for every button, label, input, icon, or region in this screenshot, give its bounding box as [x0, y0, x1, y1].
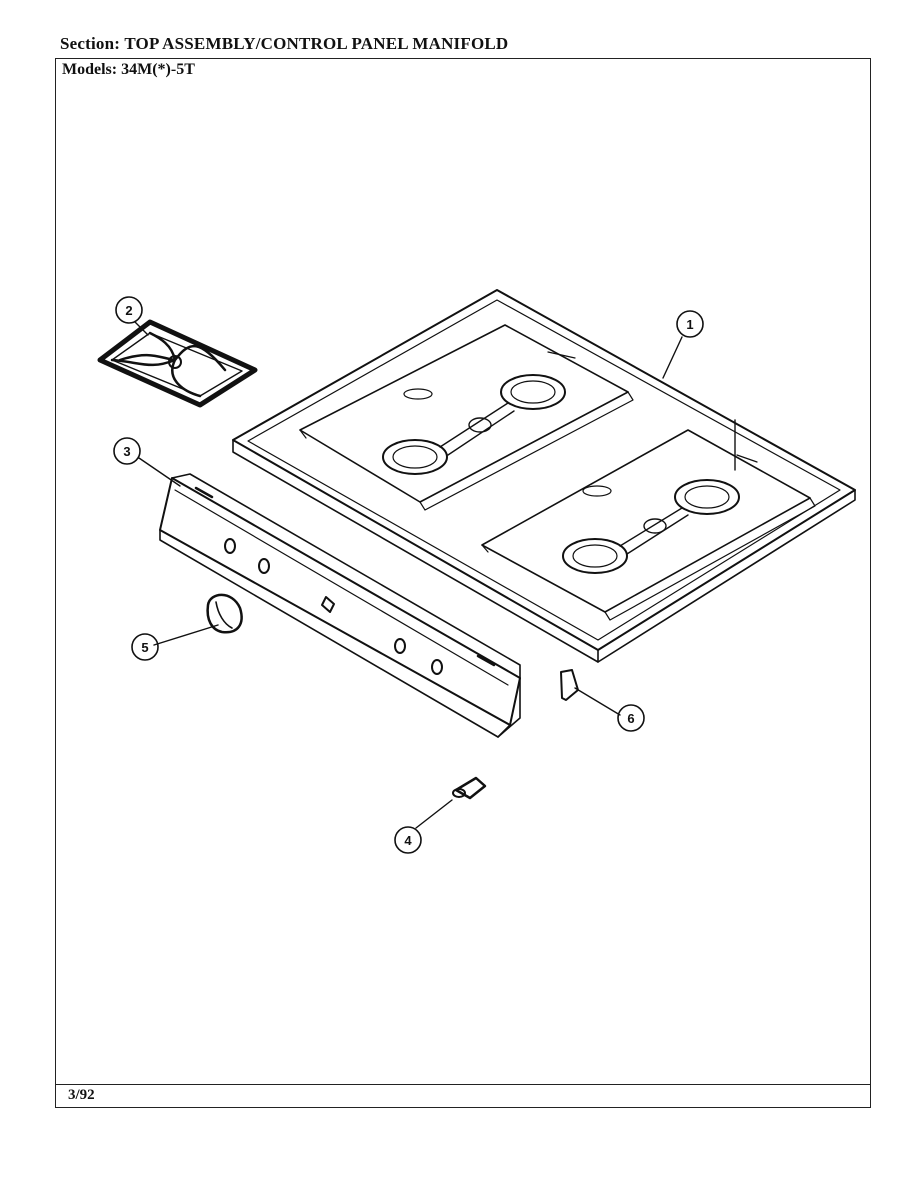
footer-date: 3/92: [68, 1087, 95, 1103]
section-label: Section:: [60, 34, 121, 53]
callout-4: 4: [394, 826, 422, 854]
leader-3: [138, 457, 181, 487]
models-label: Models:: [62, 61, 118, 78]
clip-part: [560, 669, 579, 701]
callout-6: 6: [617, 704, 645, 732]
leader-6: [574, 687, 621, 716]
section-heading: Section: TOP ASSEMBLY/CONTROL PANEL MANI…: [60, 34, 508, 54]
models-value: 34M(*)-5T: [121, 61, 195, 78]
callout-2: 2: [115, 296, 143, 324]
cooktop-part: [232, 289, 856, 663]
control-panel-manifold-part: [159, 473, 521, 738]
callout-leaders: [134, 321, 736, 829]
callout-4-number: 4: [404, 833, 412, 848]
footer-divider: [56, 1084, 870, 1085]
section-title: TOP ASSEMBLY/CONTROL PANEL MANIFOLD: [124, 34, 509, 53]
callout-6-number: 6: [627, 711, 634, 726]
leader-5: [153, 624, 219, 646]
models-heading: Models: 34M(*)-5T: [62, 61, 195, 79]
leader-1: [662, 336, 683, 379]
callout-5-number: 5: [141, 640, 148, 655]
callout-2-number: 2: [125, 303, 132, 318]
callout-3: 3: [113, 437, 141, 465]
control-knob-part: [206, 593, 243, 634]
leader-4: [415, 799, 453, 829]
valve-clip-part: [452, 776, 487, 800]
callout-3-number: 3: [123, 444, 130, 459]
callout-5: 5: [131, 633, 159, 661]
burner-grate-part: [97, 319, 258, 408]
callout-1-number: 1: [686, 317, 693, 332]
diagram-frame: Models: 34M(*)-5T 3/92: [55, 58, 871, 1108]
callout-1: 1: [676, 310, 704, 338]
leader-2: [134, 321, 149, 336]
